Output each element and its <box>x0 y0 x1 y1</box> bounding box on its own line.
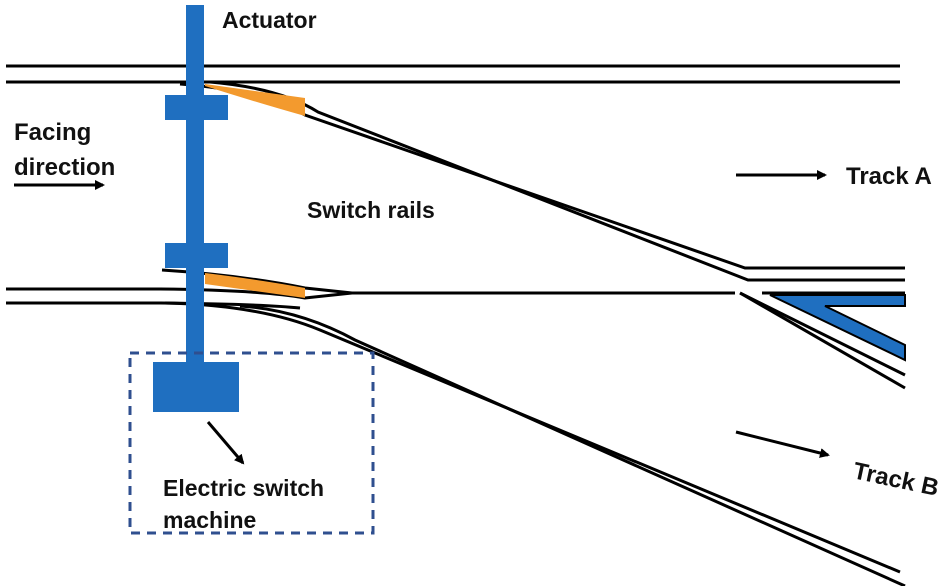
switch-rails-label: Switch rails <box>307 197 435 223</box>
lower-stock-rail <box>6 287 735 310</box>
upper-switch-rail <box>179 80 905 282</box>
track-b-arrow <box>735 430 830 458</box>
frog-wedge <box>769 294 906 362</box>
actuator-label: Actuator <box>222 7 317 33</box>
lower-switch-rail <box>161 268 906 390</box>
track-a-label: Track A <box>846 163 932 190</box>
upper-stock-rail <box>6 64 900 84</box>
track-b-rails <box>164 301 906 586</box>
facing-direction-label-line1: Facing <box>14 119 91 146</box>
actuator-assembly <box>153 5 239 412</box>
actuator-lower-block <box>165 243 228 268</box>
facing-direction-label-line2: direction <box>14 154 115 181</box>
lower-switch-tip-orange <box>205 273 305 298</box>
upper-switch-tip-orange <box>205 84 305 116</box>
switch-machine-body <box>153 362 239 412</box>
switch-machine-label-line1: Electric switch <box>163 475 324 501</box>
machine-pointer-arrow <box>206 421 245 465</box>
switch-machine-label-line2: machine <box>163 507 256 533</box>
actuator-rod <box>186 5 204 365</box>
track-b-label: Track B <box>851 457 941 501</box>
switch-machine-boundary <box>128 351 375 535</box>
actuator-upper-block <box>165 95 228 120</box>
